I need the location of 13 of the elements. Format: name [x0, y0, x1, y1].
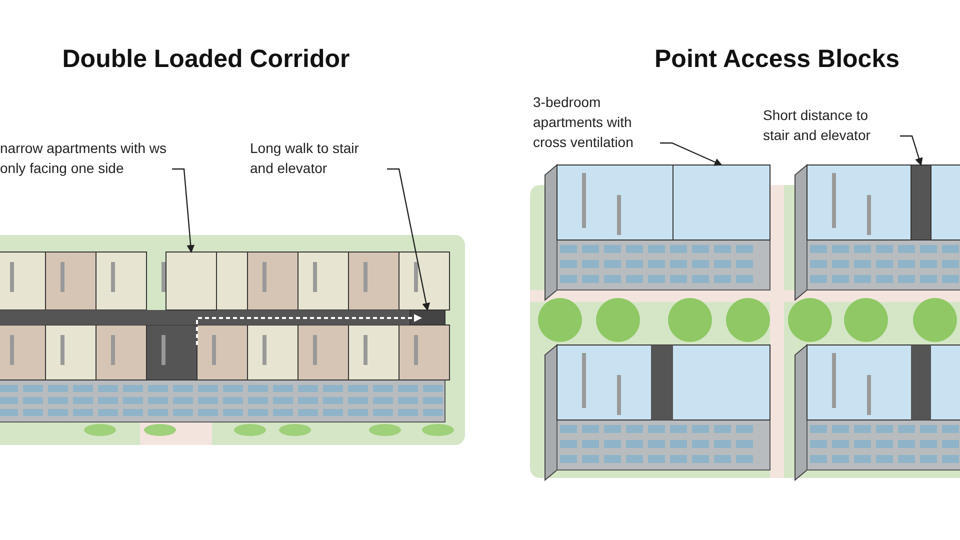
leader-line [900, 135, 923, 166]
leader-line [660, 142, 722, 166]
callout-text: 3-bedroom apartments with cross ventilation [533, 92, 658, 152]
leader-line [387, 168, 430, 311]
section-heading: Point Access Blocks [654, 45, 900, 74]
stair-elevator-core [410, 310, 446, 326]
callout-text: narrow apartments with ws only facing one side [0, 138, 170, 178]
callout-text: Long walk to stair and elevator [250, 138, 385, 178]
stair-elevator-core [910, 164, 932, 240]
leader-line [172, 168, 195, 253]
apartment-unit [166, 252, 217, 310]
section-heading: Double Loaded Corridor [62, 45, 350, 74]
callout-text: Short distance to stair and elevator [763, 105, 898, 145]
